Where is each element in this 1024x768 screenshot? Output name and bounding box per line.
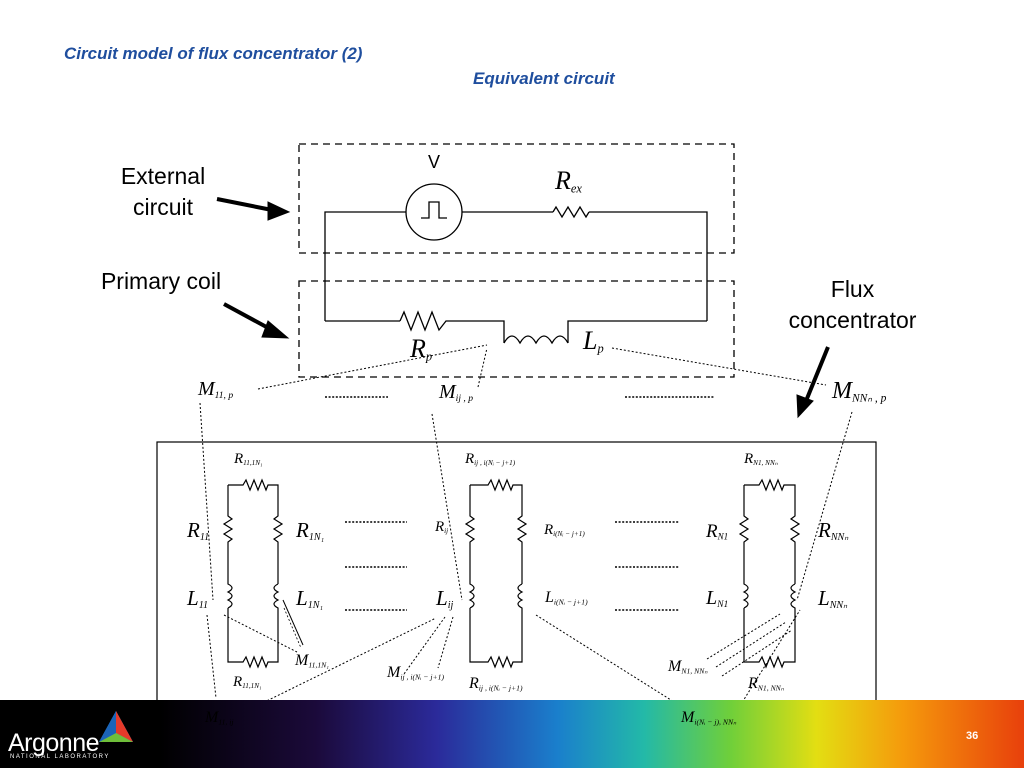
label-R-ex: Rex <box>555 166 582 196</box>
footer-gradient <box>160 700 1024 768</box>
label-L-iNi: Li(Nᵢ − j+1) <box>545 589 588 607</box>
label-M-11p: M11, p <box>198 378 234 401</box>
pulse-symbol <box>421 201 447 219</box>
label-R-N1-NN-bot: RN1, NNₙ <box>748 675 784 693</box>
label-L-NN: LNNₙ <box>818 586 848 612</box>
label-R-N1-NN-top: RN1, NNₙ <box>744 451 778 468</box>
slide-subtitle: Equivalent circuit <box>473 69 615 88</box>
label-L-1N1: L1N₁ <box>296 586 323 612</box>
label-R-N1: RN1 <box>706 521 729 542</box>
label-R-NN: RNNₙ <box>818 518 849 544</box>
logo-area <box>0 700 160 768</box>
label-R-ij: Rij <box>435 519 449 536</box>
external-circuit-box <box>298 143 735 254</box>
voltage-label: V <box>428 152 441 172</box>
flux-concentrator-label: Flux concentrator <box>788 276 917 333</box>
label-M-iNij-NN: Mi(Nᵢ − j), NNₙ <box>681 709 737 727</box>
logo-text: Argonne <box>8 729 100 757</box>
circuit-diagram <box>156 143 877 700</box>
loop-NN <box>738 478 801 669</box>
prim-wire-right <box>567 320 707 343</box>
label-R-iNi: Ri(Nᵢ − j+1) <box>544 522 585 539</box>
label-L-11: L11 <box>187 586 209 612</box>
slide-title: Circuit model of flux concentrator (2) <box>64 44 363 63</box>
label-L-ij: Lij <box>436 586 454 612</box>
label-R-11: R11 <box>187 518 210 544</box>
argonne-logo-icon <box>99 711 133 742</box>
inductor-lp <box>503 335 569 345</box>
label-M-N1-NN: MN1, NNₙ <box>668 658 708 676</box>
label-R-ij-top: Rij , i(Nᵢ − j+1) <box>465 451 516 468</box>
label-M-11ij: M11, ij <box>205 709 234 727</box>
label-M-11-1N1: M11,1N₁ <box>295 652 329 670</box>
label-M-ij-iNi: Mij , i(Nᵢ − j+1) <box>387 664 445 682</box>
external-circuit-label: External circuit <box>120 163 206 220</box>
m-line-1N1 <box>282 599 304 646</box>
logo-subtext: NATIONAL LABORATORY <box>10 754 110 760</box>
resistor-rex <box>552 205 590 219</box>
flux-concentrator-box <box>156 441 877 700</box>
ext-wire-right <box>589 211 708 321</box>
label-R-1N1: R1N₁ <box>296 518 325 544</box>
voltage-source <box>405 183 463 241</box>
label-L-N1: LN1 <box>706 587 729 610</box>
label-R-11-1N1-top: R11,1N₁ <box>234 451 263 468</box>
label-R-11-1N1-bot: R11,1N₁ <box>233 674 262 691</box>
label-R-ij-bot: Rij , i(Nᵢ − j+1) <box>469 675 523 693</box>
page-number: 36 <box>966 730 979 742</box>
label-M-ijp: Mij , p <box>439 381 473 404</box>
primary-coil-box <box>298 280 735 378</box>
ellipses <box>325 396 715 611</box>
primary-coil-label: Primary coil <box>100 268 222 294</box>
ext-wire-left <box>324 211 406 321</box>
loop-ij <box>464 478 528 669</box>
label-L-p: Lp <box>583 326 604 356</box>
loop-11 <box>222 478 284 669</box>
arrows <box>216 197 830 419</box>
label-R-p: Rp <box>410 334 433 364</box>
label-M-NNp: MNNₙ , p <box>832 378 887 405</box>
resistor-rp <box>399 310 505 343</box>
